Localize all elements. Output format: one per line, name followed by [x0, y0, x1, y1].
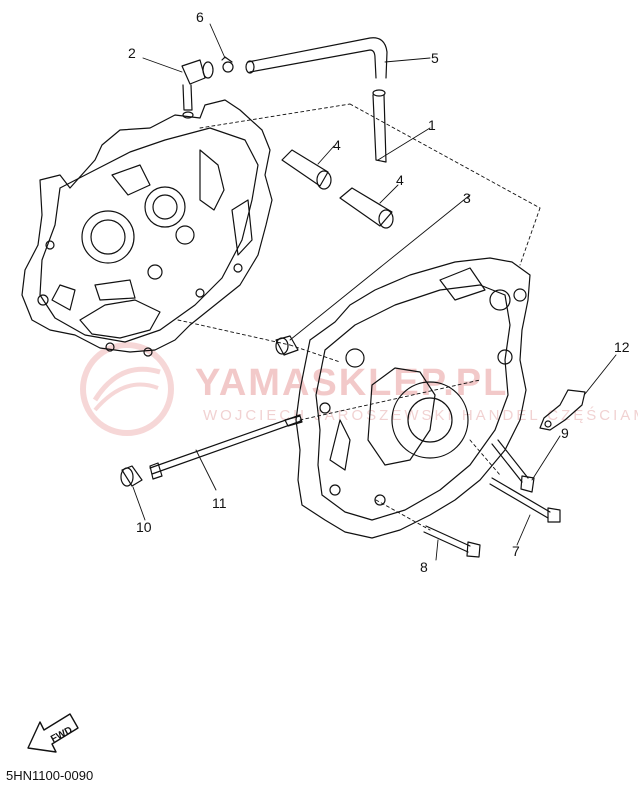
callout-1: 1 [428, 117, 436, 133]
watermark: YAMASKLEP.PL WOJCIECH JAROSZEWSKI HANDEL… [80, 342, 638, 436]
bolt-8 [423, 525, 481, 558]
watermark-brand: YAMASKLEP.PL [195, 362, 508, 404]
bolt-9 [491, 439, 535, 493]
watermark-owner: WOJCIECH JAROSZEWSKI HANDEL CZĘŚCIAMI YA… [203, 406, 638, 424]
callout-labels: 1 2 3 4 4 5 6 7 8 9 10 11 12 [128, 9, 630, 575]
callout-4b: 4 [396, 172, 404, 188]
dowel-pin-4-upper [281, 149, 332, 190]
right-crankcase [295, 257, 531, 539]
stud-bolt [149, 414, 303, 480]
forward-arrow-icon: FWD [27, 713, 79, 753]
dowel-pin-4-lower [339, 187, 394, 229]
dowel-pin-3 [275, 335, 299, 356]
callout-11: 11 [212, 495, 227, 511]
callout-9: 9 [561, 425, 569, 441]
left-crankcase [21, 99, 273, 357]
bolt-7 [489, 477, 561, 523]
bracket [539, 389, 586, 431]
assembly-lines [177, 103, 541, 531]
callout-2: 2 [128, 45, 136, 61]
callout-8: 8 [420, 559, 428, 575]
callout-10: 10 [136, 519, 152, 535]
callout-7: 7 [512, 543, 520, 559]
watermark-logo [80, 342, 174, 436]
diagram-code: 5HN1100-0090 [6, 768, 94, 783]
callout-3: 3 [463, 190, 471, 206]
callout-4a: 4 [333, 137, 341, 153]
hose-clip [221, 56, 234, 73]
callout-12: 12 [614, 339, 630, 355]
nut [120, 465, 143, 487]
callout-6: 6 [196, 9, 204, 25]
breather-pipe-fitting [181, 59, 214, 119]
leader-lines [132, 23, 617, 561]
breather-hose [245, 37, 388, 163]
callout-5: 5 [431, 50, 439, 66]
